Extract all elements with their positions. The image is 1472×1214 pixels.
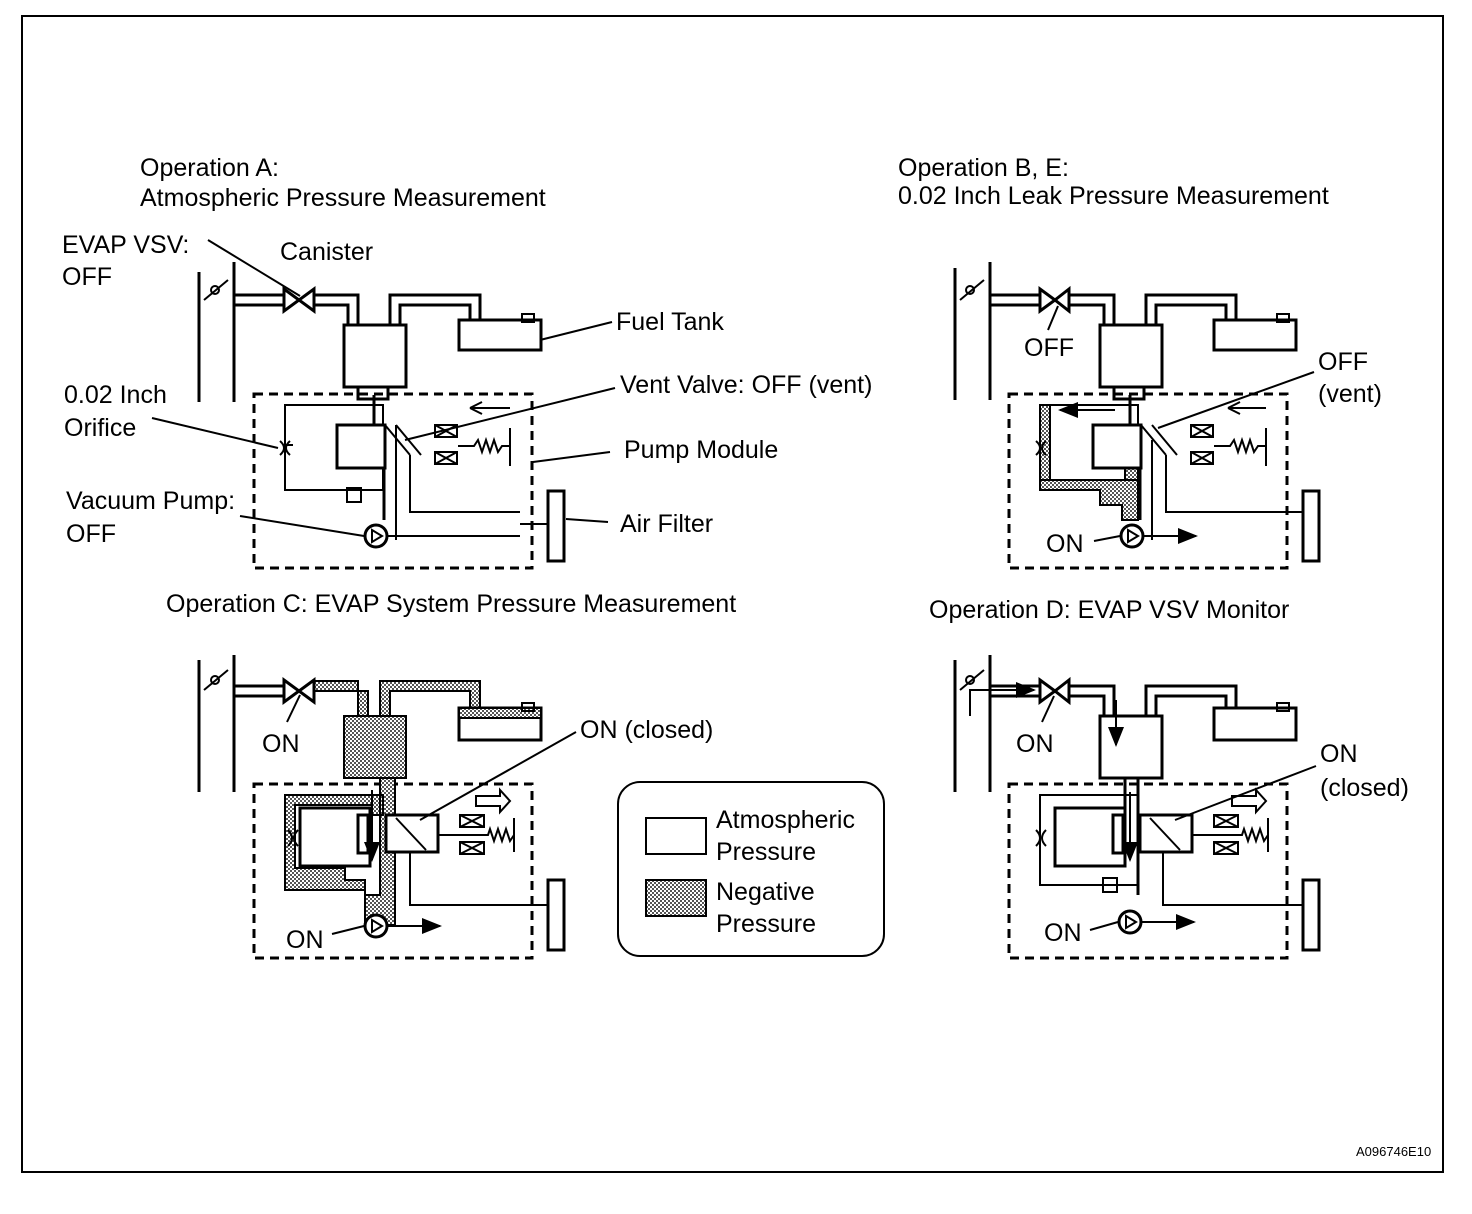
panel-b-pump-state: ON [1046, 530, 1084, 558]
panel-b-vent-state-line1: OFF [1318, 348, 1368, 376]
panel-a-title-line2: Atmospheric Pressure Measurement [140, 184, 546, 212]
vacuum-pump-label-line1: Vacuum Pump: [66, 487, 235, 515]
panel-b-vent-state-line2: (vent) [1318, 380, 1382, 408]
orifice-label-line1: 0.02 Inch [64, 381, 167, 409]
pump-module-label: Pump Module [624, 436, 778, 464]
legend: Atmospheric Pressure Negative Pressure [617, 781, 885, 957]
legend-atmospheric-swatch [645, 817, 707, 855]
legend-negative-line1: Negative [716, 878, 815, 906]
throttle-valve-icon [210, 285, 220, 295]
figure-frame [21, 15, 1444, 1173]
panel-b-vsv-state: OFF [1024, 334, 1074, 362]
orifice-label-line2: Orifice [64, 414, 136, 442]
panel-c-title: Operation C: EVAP System Pressure Measur… [166, 590, 736, 618]
panel-a-title-line1: Operation A: [140, 154, 279, 182]
vent-valve-closed-icon [384, 813, 440, 854]
vent-valve-label: Vent Valve: OFF (vent) [620, 371, 872, 399]
panel-d-vsv-state: ON [1016, 730, 1054, 758]
panel-c-pump-state: ON [286, 926, 324, 954]
panel-d-vent-state-line2: (closed) [1320, 774, 1409, 802]
panel-d-pump-state: ON [1044, 919, 1082, 947]
panel-d-vent-state-line1: ON [1320, 740, 1358, 768]
vent-valve-icon [335, 423, 387, 470]
pump-module-outline [252, 392, 534, 570]
legend-negative-line2: Pressure [716, 910, 816, 938]
panel-b-title-line1: Operation B, E: [898, 154, 1069, 182]
canister-label: Canister [280, 238, 373, 266]
air-filter-icon [546, 489, 566, 563]
fuel-tank-icon [457, 318, 543, 352]
evap-vsv-label-line2: OFF [62, 263, 112, 291]
air-filter-label: Air Filter [620, 510, 713, 538]
panel-operation-b: Operation B, E: 0.02 Inch Leak Pressure … [898, 154, 1382, 570]
panel-b-title-line2: 0.02 Inch Leak Pressure Measurement [898, 182, 1329, 210]
fuel-tank-label: Fuel Tank [616, 308, 724, 336]
legend-negative-swatch [645, 879, 707, 917]
evap-vsv-icon [282, 286, 316, 314]
legend-atmospheric-line2: Pressure [716, 838, 816, 866]
evap-vsv-label-line1: EVAP VSV: [62, 231, 189, 259]
panel-operation-c: Operation C: EVAP System Pressure Measur… [166, 590, 736, 960]
panel-c-vent-state: ON (closed) [580, 716, 713, 744]
panel-c-vsv-state: ON [262, 730, 300, 758]
figure-code: A096746E10 [1356, 1144, 1431, 1159]
panel-operation-a: Operation A: Atmospheric Pressure Measur… [62, 154, 872, 570]
panel-d-title: Operation D: EVAP VSV Monitor [929, 596, 1289, 624]
vacuum-pump-label-line2: OFF [66, 520, 116, 548]
legend-atmospheric-line1: Atmospheric [716, 806, 855, 834]
orifice-icon [279, 440, 291, 456]
canister-icon [342, 323, 408, 389]
panel-operation-d: Operation D: EVAP VSV Monitor ON ON (clo… [929, 596, 1409, 960]
